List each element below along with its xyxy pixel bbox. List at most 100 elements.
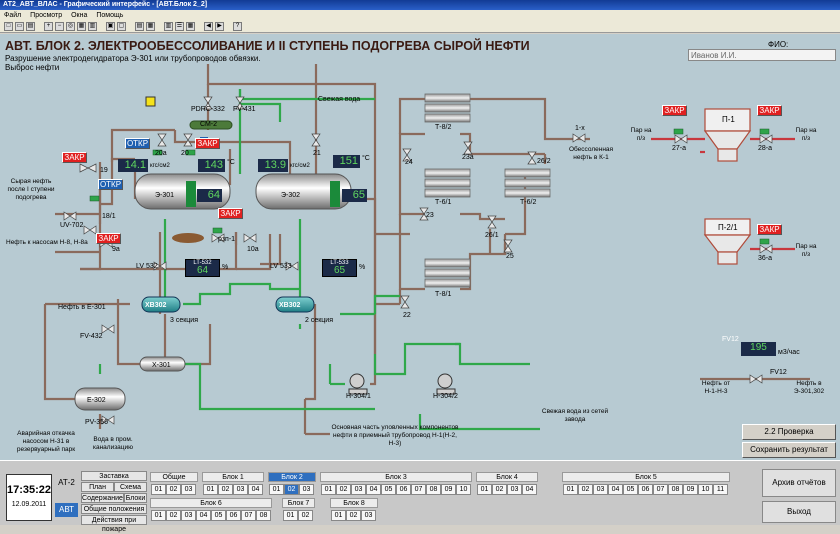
hv302b-label: ХВ302 bbox=[279, 302, 301, 309]
zoom-out-icon[interactable]: − bbox=[55, 22, 64, 31]
table-icon[interactable]: ▦ bbox=[186, 22, 195, 31]
block4-02[interactable]: 02 bbox=[492, 484, 507, 495]
block5-09[interactable]: 09 bbox=[683, 484, 698, 495]
menu-view[interactable]: Просмотр bbox=[30, 12, 63, 19]
menu-windows[interactable]: Окна bbox=[71, 12, 88, 19]
general-01[interactable]: 01 bbox=[151, 484, 166, 495]
state-zakr-5[interactable]: ЗАКР bbox=[662, 105, 687, 116]
block5-05[interactable]: 05 bbox=[623, 484, 638, 495]
state-otkr-1[interactable]: ОТКР bbox=[125, 138, 150, 149]
cooler-hv302a bbox=[141, 296, 181, 313]
valve-19-label: 19 bbox=[100, 167, 108, 174]
fio-input[interactable] bbox=[688, 49, 836, 61]
panel-icon[interactable]: ▢ bbox=[117, 22, 126, 31]
menu-help[interactable]: Помощь bbox=[96, 12, 124, 19]
block1-02[interactable]: 02 bbox=[218, 484, 233, 495]
nav-general[interactable]: Общие положения bbox=[81, 504, 147, 514]
block6-03[interactable]: 03 bbox=[181, 510, 196, 521]
state-zakr-7[interactable]: ЗАКР bbox=[757, 224, 782, 235]
state-otkr-2[interactable]: ОТКР bbox=[98, 179, 123, 190]
block5-02[interactable]: 02 bbox=[578, 484, 593, 495]
block3-03[interactable]: 03 bbox=[351, 484, 366, 495]
block5-11[interactable]: 11 bbox=[713, 484, 728, 495]
tab-at2[interactable]: АТ-2 bbox=[58, 478, 75, 487]
nav-plan[interactable]: План bbox=[81, 482, 114, 492]
menu-file[interactable]: Файл bbox=[4, 12, 22, 19]
tab-avt[interactable]: АВТ bbox=[55, 503, 78, 517]
layers-icon[interactable]: ▥ bbox=[88, 22, 97, 31]
print-icon[interactable]: ▤ bbox=[26, 22, 35, 31]
nav-splash[interactable]: Заставка bbox=[81, 471, 147, 481]
block3-10[interactable]: 10 bbox=[456, 484, 471, 495]
t62-label: Т-6/2 bbox=[520, 199, 536, 206]
block1-01[interactable]: 01 bbox=[203, 484, 218, 495]
block3-07[interactable]: 07 bbox=[411, 484, 426, 495]
block8-01[interactable]: 01 bbox=[331, 510, 346, 521]
block6-07[interactable]: 07 bbox=[241, 510, 256, 521]
block3-02[interactable]: 02 bbox=[336, 484, 351, 495]
block2-01[interactable]: 01 bbox=[269, 484, 284, 495]
block8-02[interactable]: 02 bbox=[346, 510, 361, 521]
water-sewer-note: Вода в пром. канализацию bbox=[92, 436, 134, 451]
tile-icon[interactable]: ▦ bbox=[146, 22, 155, 31]
general-03[interactable]: 03 bbox=[181, 484, 196, 495]
save-result-button[interactable]: Сохранить результат bbox=[742, 442, 836, 458]
state-zakr-1[interactable]: ЗАКР bbox=[195, 138, 220, 149]
block3-04[interactable]: 04 bbox=[366, 484, 381, 495]
block5-01[interactable]: 01 bbox=[563, 484, 578, 495]
nav-contents[interactable]: Содержание bbox=[81, 493, 124, 503]
grid-icon[interactable]: ▦ bbox=[77, 22, 86, 31]
block6-01[interactable]: 01 bbox=[151, 510, 166, 521]
block5-03[interactable]: 03 bbox=[593, 484, 608, 495]
block4-03[interactable]: 03 bbox=[507, 484, 522, 495]
block3-08[interactable]: 08 bbox=[426, 484, 441, 495]
state-zakr-3[interactable]: ЗАКР bbox=[96, 233, 121, 244]
back-icon[interactable]: ◀ bbox=[204, 22, 213, 31]
block3-05[interactable]: 05 bbox=[381, 484, 396, 495]
block5-04[interactable]: 04 bbox=[608, 484, 623, 495]
zoom-in-icon[interactable]: + bbox=[44, 22, 53, 31]
cascade-icon[interactable]: ▤ bbox=[135, 22, 144, 31]
archive-button[interactable]: Архив отчётов bbox=[762, 469, 836, 497]
block5-08[interactable]: 08 bbox=[668, 484, 683, 495]
general-02[interactable]: 02 bbox=[166, 484, 181, 495]
block6-08[interactable]: 08 bbox=[256, 510, 271, 521]
nav-fire-actions[interactable]: Действия при пожаре bbox=[81, 515, 147, 533]
block2-02[interactable]: 02 bbox=[284, 484, 299, 495]
block7-02[interactable]: 02 bbox=[298, 510, 313, 521]
block2-03[interactable]: 03 bbox=[299, 484, 314, 495]
fv12-valve-label: FV12 bbox=[770, 369, 787, 376]
block4-01[interactable]: 01 bbox=[477, 484, 492, 495]
state-zakr-2[interactable]: ЗАКР bbox=[62, 152, 87, 163]
block6-06[interactable]: 06 bbox=[226, 510, 241, 521]
zoom-fit-icon[interactable]: ◎ bbox=[66, 22, 75, 31]
check-button[interactable]: 2.2 Проверка bbox=[742, 424, 836, 440]
block5-10[interactable]: 10 bbox=[698, 484, 713, 495]
block3-09[interactable]: 09 bbox=[441, 484, 456, 495]
state-zakr-6[interactable]: ЗАКР bbox=[757, 105, 782, 116]
nav-scheme[interactable]: Схема bbox=[114, 482, 147, 492]
block6-05[interactable]: 05 bbox=[211, 510, 226, 521]
block1-04[interactable]: 04 bbox=[248, 484, 263, 495]
forward-icon[interactable]: ▶ bbox=[215, 22, 224, 31]
block6-04[interactable]: 04 bbox=[196, 510, 211, 521]
layout-icon[interactable]: ▥ bbox=[164, 22, 173, 31]
block5-06[interactable]: 06 bbox=[638, 484, 653, 495]
block6-02[interactable]: 02 bbox=[166, 510, 181, 521]
block5-07[interactable]: 07 bbox=[653, 484, 668, 495]
open-icon[interactable]: ▭ bbox=[15, 22, 24, 31]
block3-06[interactable]: 06 bbox=[396, 484, 411, 495]
window-icon[interactable]: ▣ bbox=[106, 22, 115, 31]
block3-01[interactable]: 01 bbox=[321, 484, 336, 495]
block1-03[interactable]: 03 bbox=[233, 484, 248, 495]
state-zakr-4[interactable]: ЗАКР bbox=[218, 208, 243, 219]
about-icon[interactable]: ? bbox=[233, 22, 242, 31]
new-icon[interactable]: □ bbox=[4, 22, 13, 31]
list-icon[interactable]: ☰ bbox=[175, 22, 184, 31]
block4-04[interactable]: 04 bbox=[522, 484, 537, 495]
exit-button[interactable]: Выход bbox=[762, 501, 836, 523]
block7-01[interactable]: 01 bbox=[283, 510, 298, 521]
nav-blocks[interactable]: Блоки bbox=[124, 493, 147, 503]
exchanger-x301 bbox=[139, 356, 186, 372]
block8-03[interactable]: 03 bbox=[361, 510, 376, 521]
